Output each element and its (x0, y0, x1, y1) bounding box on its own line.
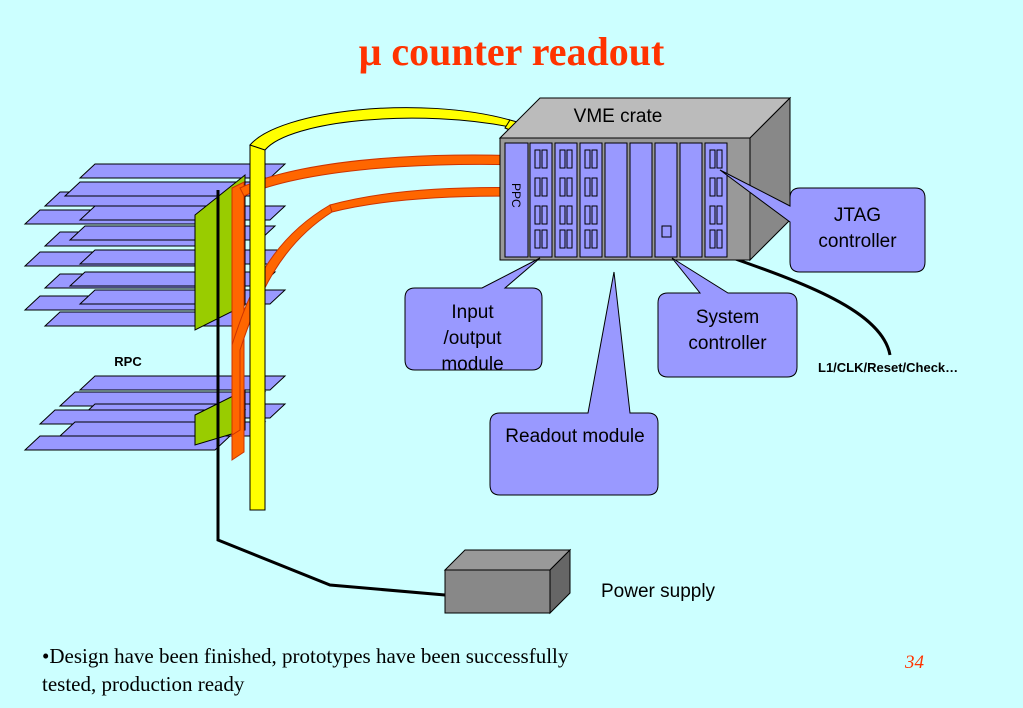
vme-crate-label: VME crate (574, 106, 663, 127)
bullet-text: •Design have been finished, prototypes h… (42, 644, 569, 696)
system-controller-label: System controller (688, 307, 767, 354)
rpc-stack-lower (23, 375, 287, 451)
input-output-module-label: Input /output module (441, 302, 504, 375)
readout-module-label: Readout module (505, 426, 645, 447)
page-number: 34 (905, 652, 924, 673)
power-supply-box (443, 548, 572, 615)
slide-title: μ counter readout (358, 29, 665, 74)
rpc-label: RPC (114, 354, 142, 369)
signals-label: L1/CLK/Reset/Check… (818, 360, 958, 375)
callout-shapes (404, 169, 926, 496)
ppc-label: PPC (509, 183, 523, 208)
vme-crate (498, 96, 792, 262)
jtag-controller-label: JTAG controller (818, 205, 897, 252)
power-supply-label: Power supply (601, 581, 716, 602)
